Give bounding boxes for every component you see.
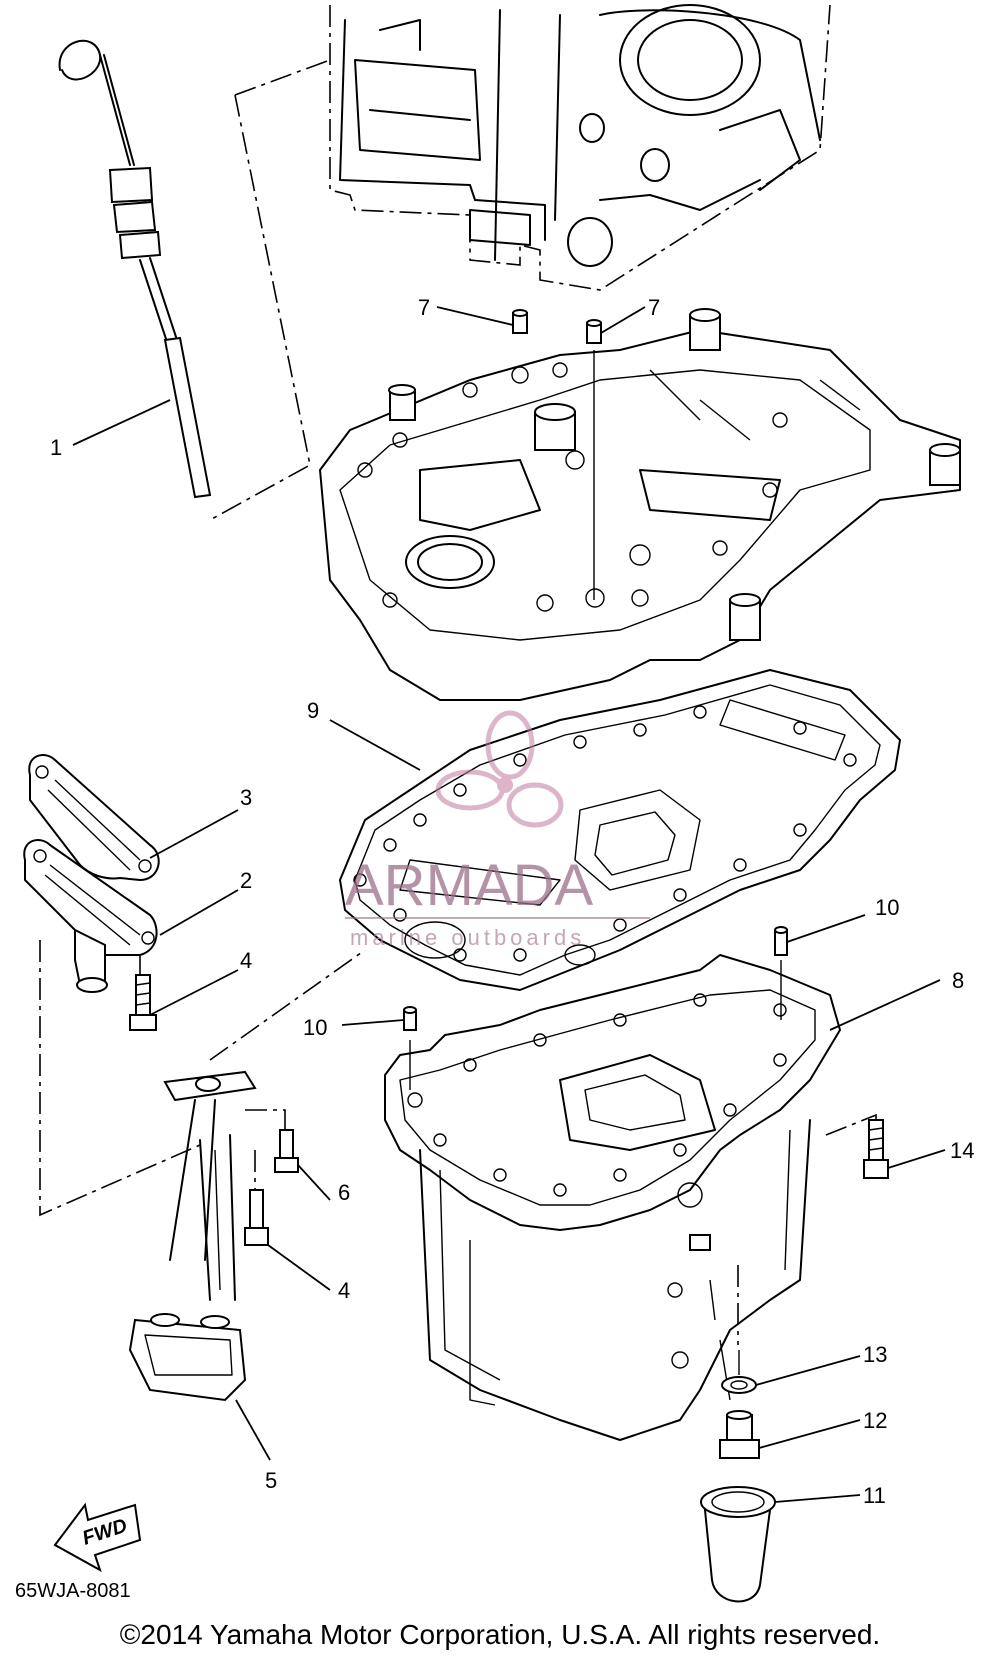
- callout-1: 1: [50, 435, 62, 460]
- callout-2: 2: [240, 868, 252, 893]
- copyright-notice: ©2014 Yamaha Motor Corporation, U.S.A. A…: [119, 1619, 881, 1650]
- drain-cap-11: [700, 1350, 776, 1603]
- callout-14: 14: [950, 1138, 974, 1163]
- bolt-4-lower: [244, 1189, 269, 1246]
- callout-13: 13: [863, 1342, 887, 1367]
- watermark: ARMADA marine outboards: [345, 710, 650, 950]
- watermark-brand: ARMADA: [345, 853, 593, 918]
- callout-9: 9: [307, 698, 319, 723]
- callout-11: 11: [863, 1483, 886, 1508]
- gasket-3: [28, 754, 160, 881]
- fwd-arrow-icon: FWD: [53, 1502, 142, 1573]
- bolt-14: [863, 1119, 889, 1179]
- callout-6: 6: [338, 1180, 350, 1205]
- callout-4: 4: [240, 948, 252, 973]
- engine-block-drawing: [329, 4, 831, 291]
- gasket-9: [339, 669, 901, 991]
- diagram-code: 65WJA-8081: [15, 1580, 131, 1602]
- watermark-tagline: marine outboards: [350, 925, 585, 950]
- callout-5: 5: [265, 1468, 277, 1493]
- dowel-pins-10: [403, 926, 788, 1090]
- drain-plug-12: [719, 1410, 760, 1459]
- callout-8: 8: [952, 968, 964, 993]
- oil-strainer-5: [128, 1070, 257, 1402]
- upper-casing-drawing: [319, 308, 961, 701]
- callout-numbers: 1 3 2 4 4 6 5 7 7 9 8 10 10 14 13 12 11: [50, 295, 974, 1508]
- cover-2: [23, 839, 158, 993]
- gasket-13: [721, 1376, 757, 1394]
- callout-10: 10: [875, 895, 899, 920]
- bolt-4-upper: [129, 974, 157, 1031]
- propeller-logo-icon: [435, 710, 564, 828]
- assembly-lines: [39, 940, 877, 1345]
- callout-10: 10: [303, 1015, 327, 1040]
- leader-lines: [72, 306, 946, 1503]
- dowel-pins-7: [512, 309, 602, 600]
- dipstick-1: [58, 39, 331, 521]
- callout-3: 3: [240, 785, 252, 810]
- callout-7: 7: [648, 295, 660, 320]
- oil-pan-8: [384, 954, 841, 1441]
- callout-4: 4: [338, 1278, 350, 1303]
- callout-12: 12: [863, 1408, 887, 1433]
- callout-7: 7: [418, 295, 430, 320]
- bolt-6: [274, 1129, 299, 1173]
